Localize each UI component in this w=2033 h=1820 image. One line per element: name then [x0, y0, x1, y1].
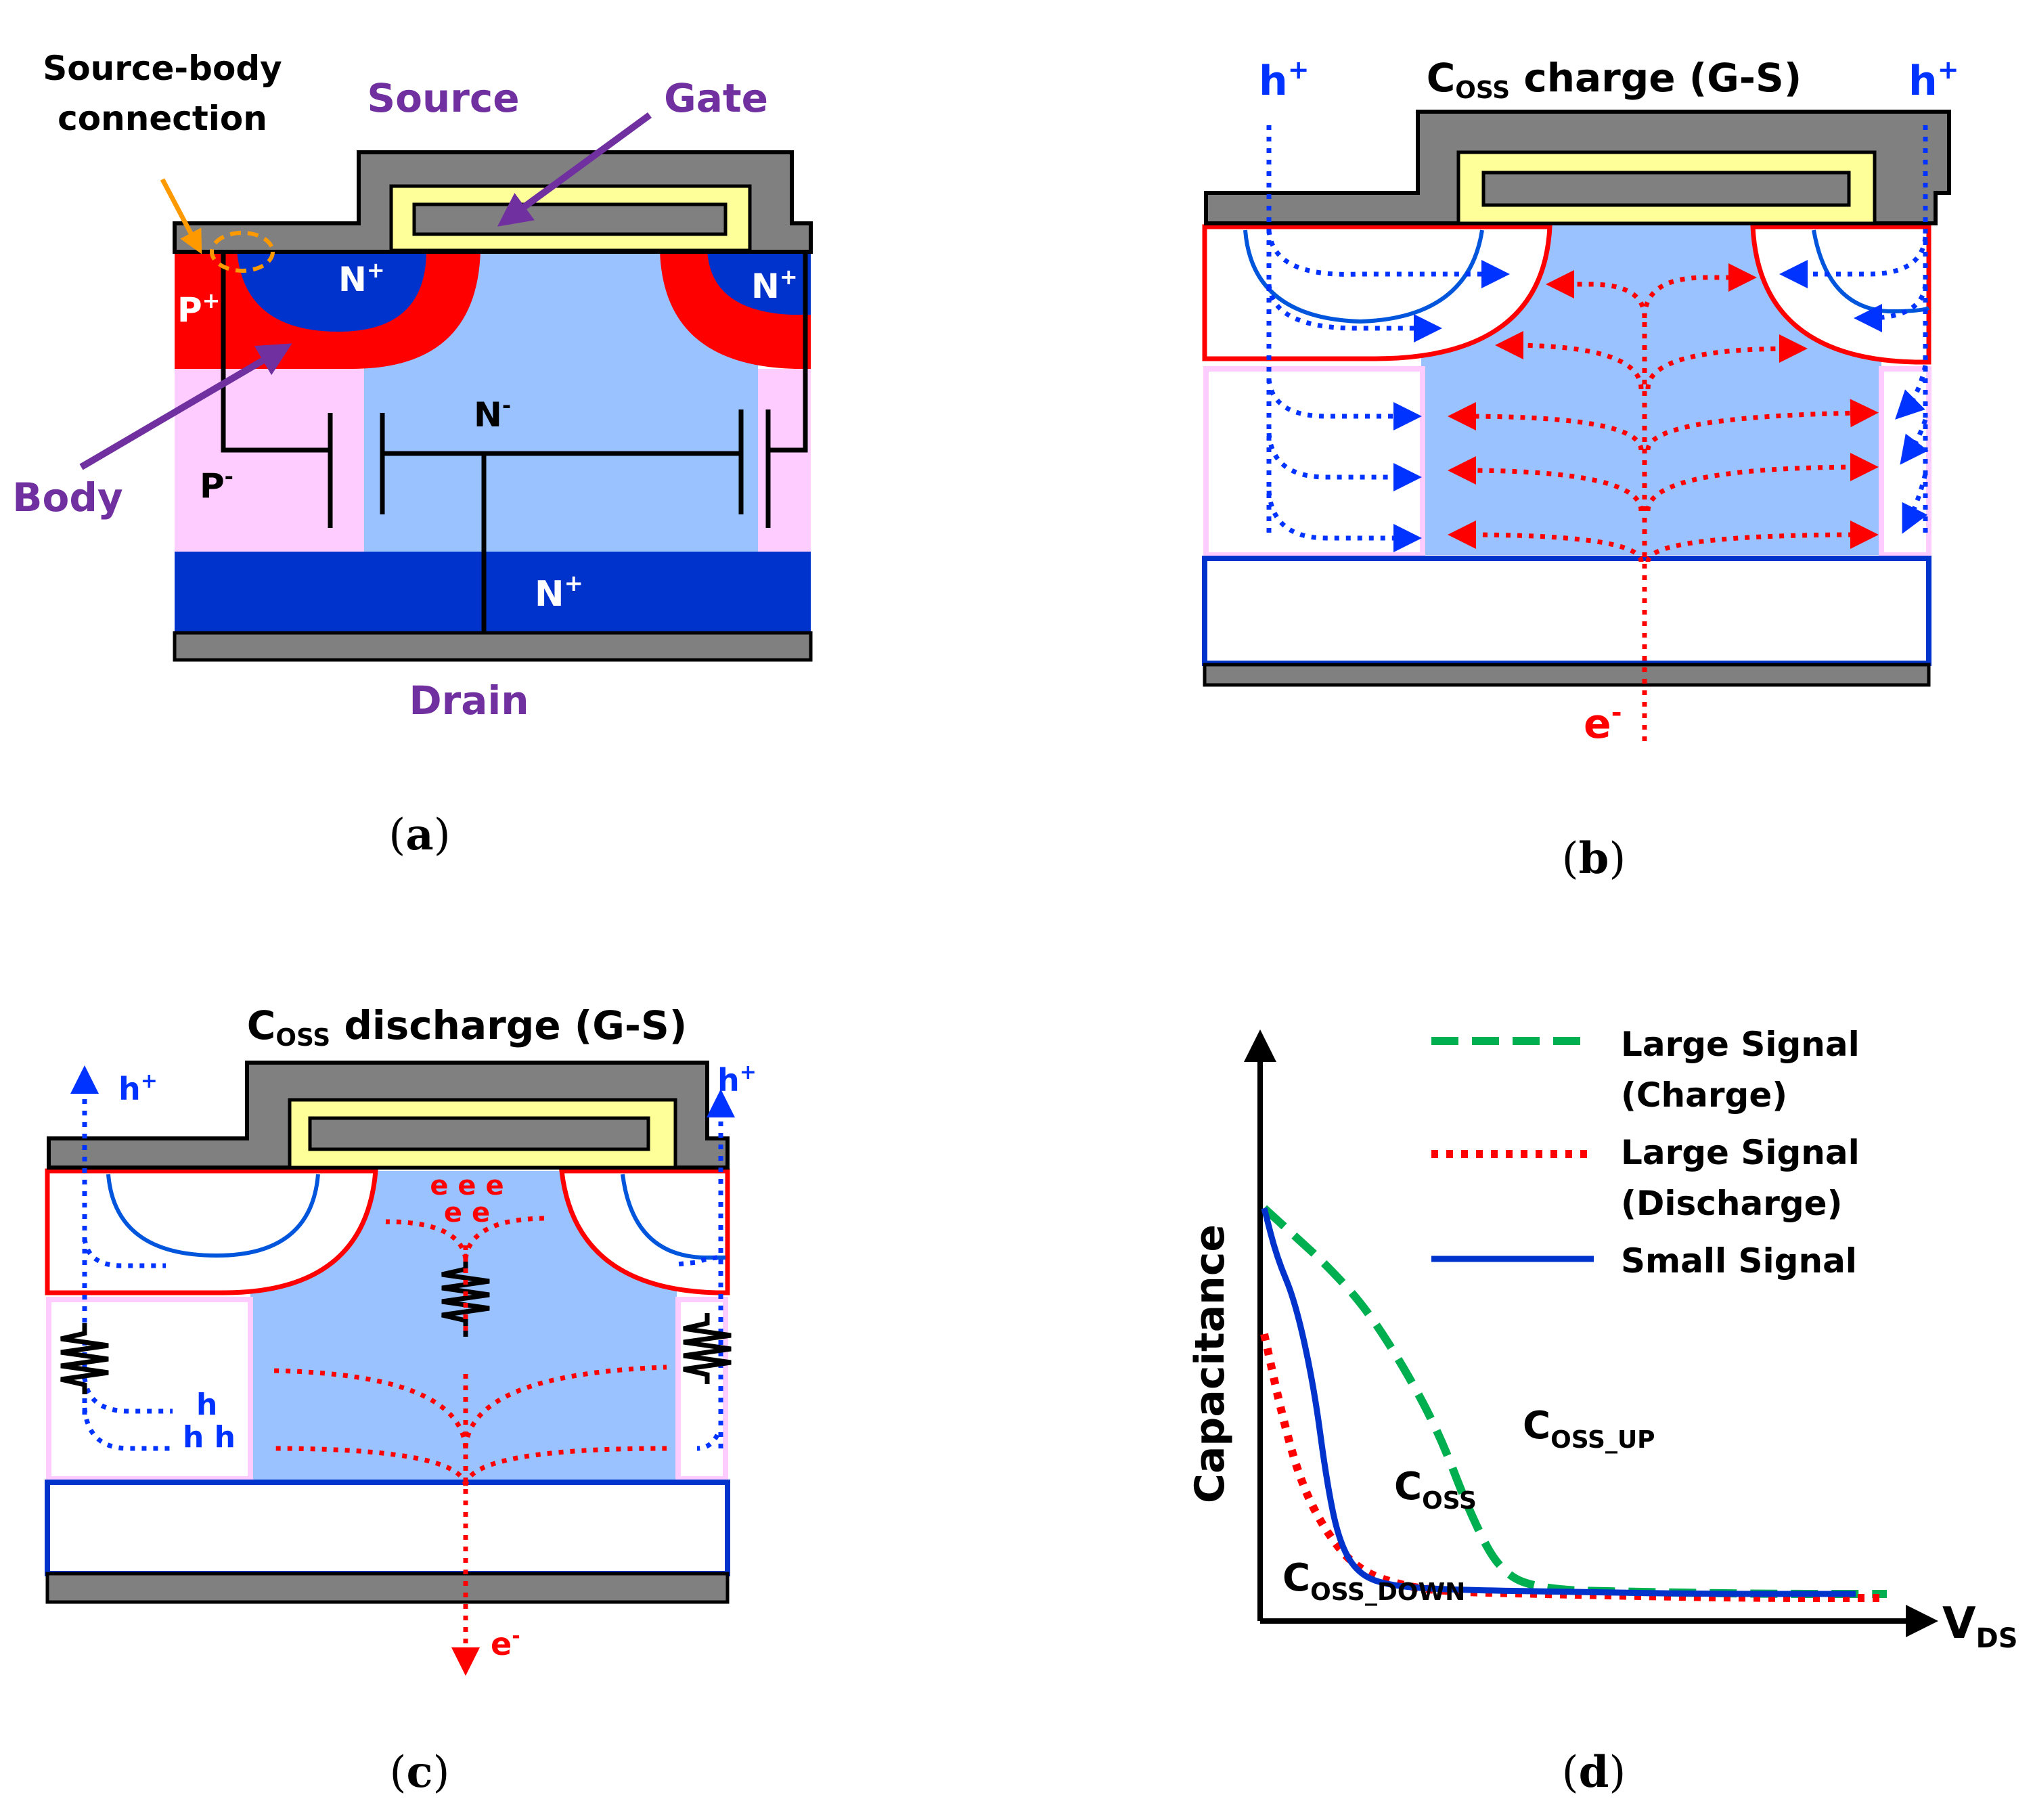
- d-label-coss-down: COSS_DOWN: [1282, 1556, 1465, 1606]
- label-body: Body: [12, 474, 122, 520]
- c-body-left: [45, 1168, 378, 1295]
- label-n-plus-right: N+: [751, 264, 798, 306]
- n-plus-left: [237, 250, 426, 332]
- legend-charge-2: (Charge): [1621, 1075, 1787, 1115]
- label-n-minus: N-: [474, 393, 511, 435]
- panel-a: Source-body connection Source Gate Body …: [12, 49, 813, 860]
- legend-discharge-2: (Discharge): [1621, 1184, 1842, 1223]
- b-label-h-left: h+: [1259, 55, 1310, 105]
- body-wire: [221, 252, 330, 453]
- legend-charge-1: Large Signal: [1621, 1025, 1860, 1064]
- b-body-left: [1202, 224, 1552, 361]
- d-xlabel: VDS: [1942, 1599, 2018, 1654]
- c-label-eee: e e e: [430, 1170, 504, 1201]
- c-label-h-row1: h: [196, 1388, 217, 1422]
- c-label-ee: e e: [444, 1197, 490, 1228]
- c-nplus-curve-right: [621, 1174, 725, 1260]
- series-small-signal: [1261, 1207, 1856, 1597]
- body-arrow: [79, 343, 292, 470]
- panel-b: COSS charge (G-S) h+ h+ e- (b): [1202, 55, 1959, 884]
- b-p-minus-left: [1203, 366, 1425, 558]
- label-p-minus: P-: [200, 464, 233, 506]
- c-label-h-left: h+: [118, 1069, 158, 1107]
- label-drain: Drain: [409, 678, 529, 724]
- label-n-plus-left: N+: [338, 257, 385, 299]
- source-body-ellipse: [210, 231, 275, 273]
- b-label-e: e-: [1584, 698, 1622, 748]
- label-source: Source: [367, 75, 519, 121]
- label-p-plus: P+: [177, 288, 220, 330]
- b-p-minus-right: [1879, 366, 1931, 558]
- c-label-h-right: h+: [717, 1061, 757, 1098]
- c-nplus-curve-left: [106, 1174, 320, 1258]
- c-substrate: [45, 1480, 730, 1576]
- n-plus-substrate: [175, 552, 811, 633]
- legend-discharge-1: Large Signal: [1621, 1133, 1860, 1172]
- b-label-h-right: h+: [1908, 55, 1959, 105]
- b-title: COSS charge (G-S): [1427, 55, 1802, 104]
- c-label-h-row2: h h: [183, 1420, 236, 1455]
- legend-small: Small Signal: [1621, 1241, 1857, 1281]
- gate-arrow: [497, 112, 652, 227]
- label-n-plus-drain: N+: [535, 570, 583, 615]
- orange-arrow: [160, 178, 202, 254]
- d-label-coss: COSS: [1394, 1465, 1477, 1515]
- c-title: COSS discharge (G-S): [247, 1002, 687, 1052]
- panel-c: COSS discharge (G-S) h+ h+ e e e e e h h…: [45, 1002, 757, 1798]
- d-ylabel: Capacitance: [1186, 1224, 1234, 1503]
- caption-b: (b): [1562, 833, 1626, 884]
- b-poly: [1481, 171, 1851, 207]
- label-source-body-1: Source-body: [43, 49, 282, 88]
- c-resistor-mid: [441, 1256, 490, 1337]
- series-large-discharge: [1260, 1333, 1887, 1602]
- caption-a: (a): [388, 809, 450, 860]
- c-resistor-right: [683, 1313, 732, 1384]
- n-plus-right: [707, 250, 811, 315]
- d-label-coss-up: COSS_UP: [1523, 1404, 1655, 1454]
- c-drain-metal: [45, 1572, 730, 1604]
- drain-metal: [173, 631, 813, 662]
- d-curves: [1260, 1205, 1887, 1602]
- caption-c: (c): [390, 1747, 450, 1798]
- b-drain-metal: [1203, 663, 1931, 687]
- panel-d: Large Signal (Charge) Large Signal (Disc…: [1186, 1025, 2018, 1798]
- caption-d: (d): [1562, 1747, 1626, 1798]
- c-poly: [308, 1116, 650, 1151]
- c-resistor-left: [60, 1323, 109, 1394]
- b-nplus-curve-left: [1243, 229, 1484, 324]
- label-source-body-2: connection: [58, 99, 267, 138]
- b-substrate: [1202, 556, 1931, 666]
- c-label-e-bottom: e-: [491, 1624, 520, 1662]
- gate-poly: [412, 202, 728, 236]
- label-gate: Gate: [664, 75, 768, 121]
